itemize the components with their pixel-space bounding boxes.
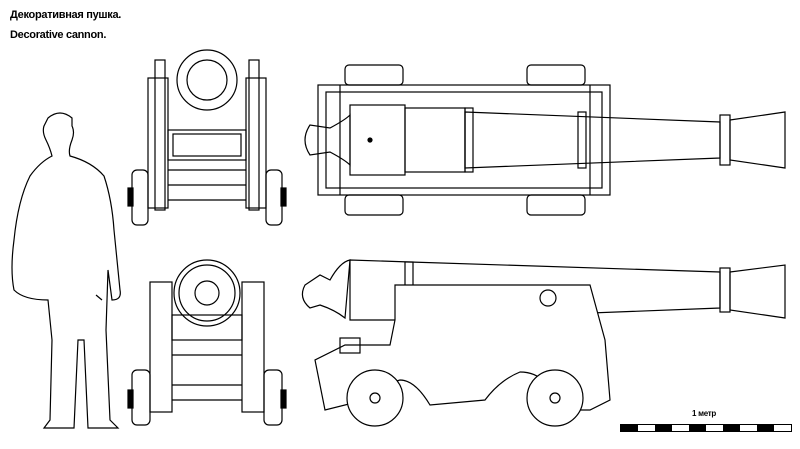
front-view-top <box>127 49 287 226</box>
front-view-bottom <box>127 259 287 426</box>
human-silhouette <box>11 112 121 429</box>
title-english: Decorative cannon. <box>10 29 107 41</box>
scale-label: 1 метр <box>692 409 716 418</box>
side-view <box>301 259 786 427</box>
hand-line <box>95 294 103 301</box>
title-russian: Декоративная пушка. <box>10 9 122 21</box>
scale-bar <box>620 424 792 432</box>
top-view <box>304 64 786 216</box>
